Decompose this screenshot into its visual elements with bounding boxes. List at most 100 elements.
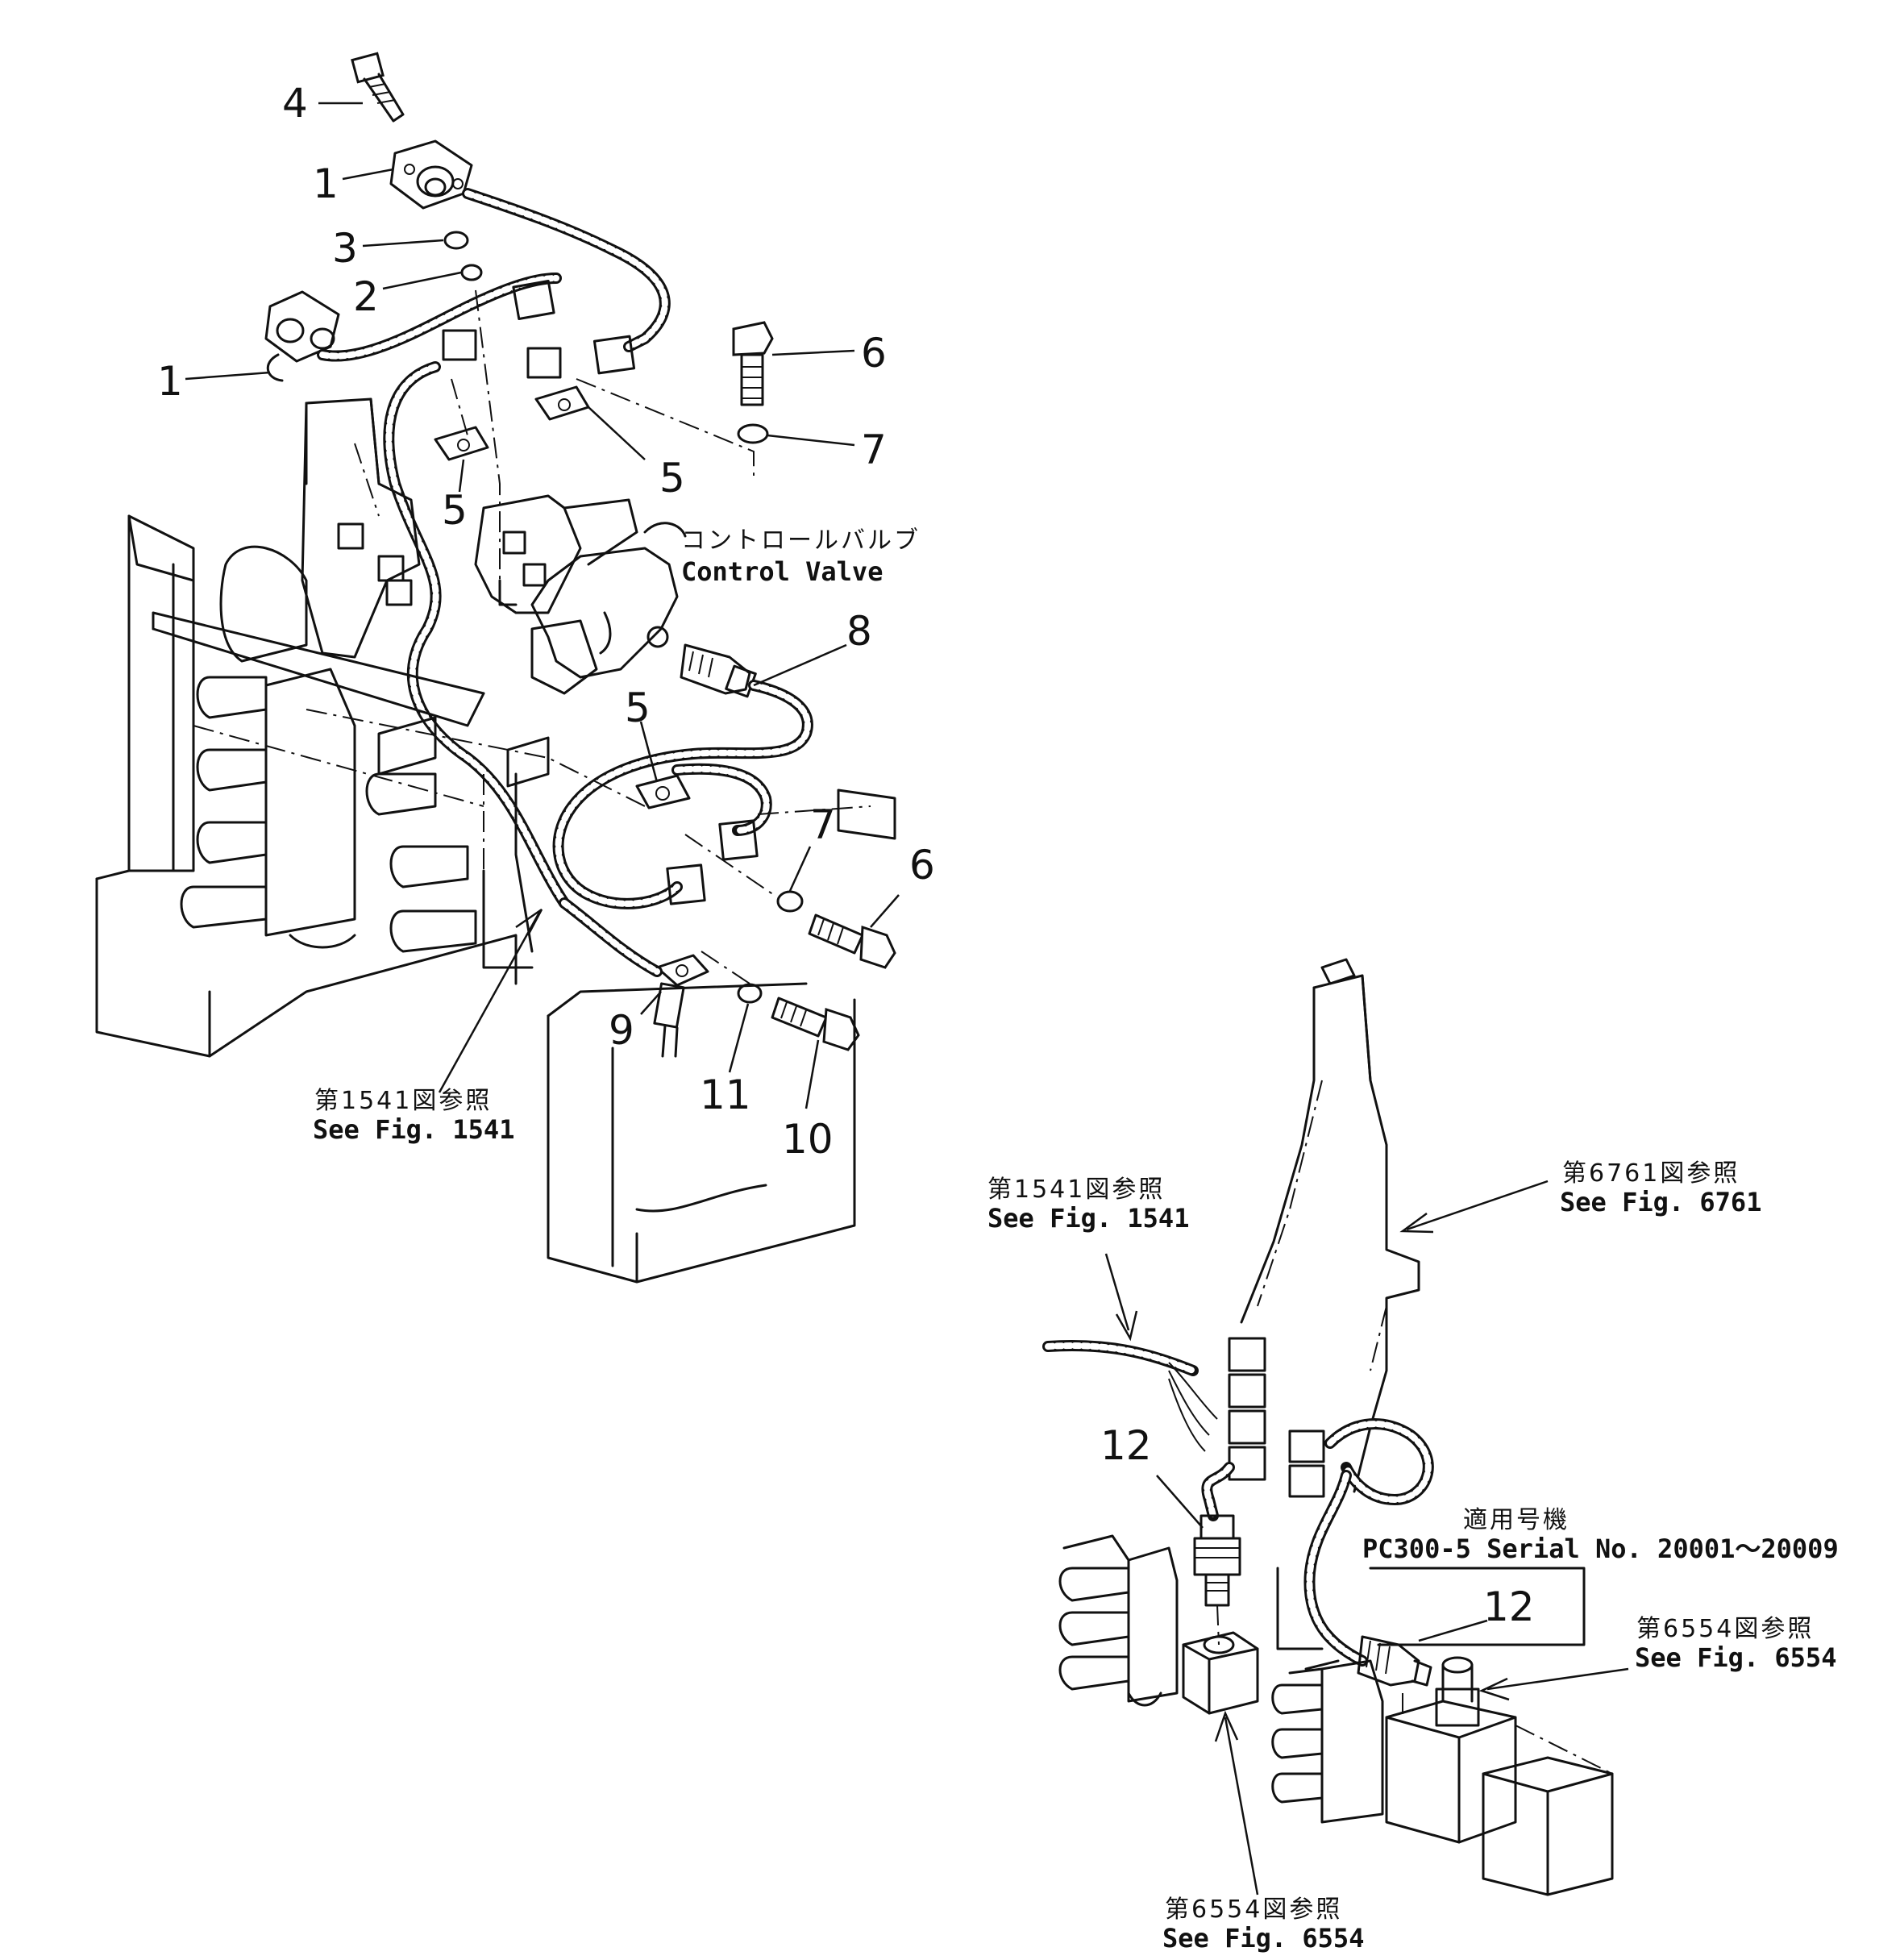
callout-6-lower: 6 <box>909 842 935 888</box>
adapter-block-left <box>1182 1631 1259 1715</box>
fig6554-bottom-label-jp: 第6554図参照 <box>1165 1895 1342 1924</box>
callout-3: 3 <box>332 225 358 272</box>
right-assembly: 12 12 第1541図参照 See Fig. 1541 第6761図参照 Se… <box>987 958 1839 1954</box>
callout-11: 11 <box>700 1072 751 1118</box>
washer-7-top-drawing <box>737 423 769 444</box>
fig1541-left-label-en: See Fig. 1541 <box>313 1114 514 1145</box>
control-valve-label-en: Control Valve <box>681 556 883 587</box>
connector-top-c <box>526 347 562 379</box>
fig6554-right-label-jp: 第6554図参照 <box>1636 1615 1814 1643</box>
callout-5-middle: 5 <box>442 487 468 534</box>
o-ring-2-drawing <box>460 264 483 281</box>
connector-top-b <box>442 329 477 361</box>
pressure-switch-8-drawing <box>680 643 757 698</box>
callout-5-upper: 5 <box>659 455 685 501</box>
leader-1-left <box>185 371 271 381</box>
leader-9 <box>640 991 662 1015</box>
fig1541-right-label-en: See Fig. 1541 <box>987 1203 1189 1234</box>
leader-12-left <box>1156 1475 1204 1529</box>
leader-6-top <box>771 349 855 356</box>
control-valve-body <box>530 522 687 695</box>
serial-label-jp: 適用号機 <box>1463 1506 1569 1534</box>
pressure-switch-12-left-drawing <box>1193 1514 1241 1607</box>
solenoid-valve-1-left-drawing <box>264 290 340 382</box>
leader-5-middle <box>458 459 465 493</box>
fig6554-bottom-label-en: See Fig. 6554 <box>1162 1923 1364 1954</box>
harness-wires-fan <box>1168 1362 1218 1452</box>
leader-fig1541-right <box>1104 1253 1130 1331</box>
callout-2: 2 <box>353 273 379 320</box>
connector-mid-2 <box>1288 1464 1325 1498</box>
connector-stack-3 <box>1228 1409 1266 1445</box>
callout-4: 4 <box>282 80 308 127</box>
pump-cluster-right-left <box>1058 1534 1179 1707</box>
callout-1-top: 1 <box>313 160 339 207</box>
serial-boundary-box <box>1276 1567 1586 1650</box>
connector-top-d <box>592 335 636 375</box>
callout-7-lower: 7 <box>810 801 836 848</box>
left-assembly: 4 1 3 2 1 6 7 5 5 8 5 7 6 9 11 10 コントロール… <box>95 52 935 1284</box>
column-frame <box>1240 958 1420 1493</box>
bracket-5-middle <box>434 426 489 461</box>
bolt-6-top-drawing <box>732 321 774 406</box>
bracket-5-lower <box>635 774 691 809</box>
valve-block-left <box>301 397 421 659</box>
leader-2 <box>382 271 462 290</box>
callout-10: 10 <box>782 1116 834 1163</box>
washer-3-drawing <box>443 231 469 250</box>
leader-1-top <box>342 168 394 181</box>
main-harness <box>383 361 570 909</box>
adapter-right <box>1435 1656 1480 1727</box>
valve-block-middle <box>474 494 638 614</box>
serial-label-en: PC300-5 Serial No. 20001～20009 <box>1362 1533 1839 1564</box>
leader-11 <box>728 1003 750 1073</box>
fig6761-label-jp: 第6761図参照 <box>1562 1159 1740 1188</box>
bolt-4-drawing <box>351 52 405 123</box>
leader-10 <box>804 1039 820 1109</box>
connector-stack-1 <box>1228 1337 1266 1372</box>
leader-8 <box>753 643 847 687</box>
connector-mid-1 <box>1288 1429 1325 1463</box>
bolt-10-drawing <box>771 997 860 1051</box>
bolt-6-lower-drawing <box>808 913 896 969</box>
fig6761-label-en: See Fig. 6761 <box>1560 1187 1761 1217</box>
leader-fig1541-left <box>438 910 542 1093</box>
callout-8: 8 <box>846 608 872 655</box>
leader-5-upper <box>588 406 646 460</box>
pump-cluster-right-middle <box>1271 1659 1384 1824</box>
fig1541-right-label-jp: 第1541図参照 <box>987 1176 1165 1204</box>
solenoid-valve-1-top-drawing <box>389 139 473 210</box>
connector-lower-left <box>666 863 706 905</box>
leader-fig6761 <box>1406 1180 1549 1231</box>
leader-12-right <box>1418 1619 1488 1642</box>
leader-7-top <box>767 434 855 447</box>
leader-3 <box>362 239 444 248</box>
harness-top <box>462 188 671 352</box>
sensor-9-drawing <box>653 954 709 1058</box>
callout-1-left: 1 <box>157 358 183 405</box>
bracket-5-upper <box>534 385 590 421</box>
leader-7-lower <box>788 846 812 892</box>
leader-6-lower <box>870 894 900 928</box>
connector-lower-right <box>718 819 759 861</box>
washer-7-lower-drawing <box>776 890 804 913</box>
connector-top-a <box>512 279 555 321</box>
pump-cluster-left <box>180 545 896 969</box>
connector-stack-2 <box>1228 1373 1266 1409</box>
callout-12-left: 12 <box>1100 1422 1152 1469</box>
callout-9: 9 <box>609 1007 634 1054</box>
callout-6-top: 6 <box>861 330 887 377</box>
callout-5-lower: 5 <box>625 685 651 731</box>
callout-7-top: 7 <box>861 427 887 473</box>
leader-fig6554-right <box>1486 1667 1629 1691</box>
frame-structure <box>95 514 856 1284</box>
valve-blocks-bottom-right <box>1385 1693 1614 1896</box>
callout-12-right: 12 <box>1483 1583 1535 1630</box>
connector-stack-4 <box>1228 1446 1266 1481</box>
control-valve-label-jp: コントロールバルブ <box>681 526 921 555</box>
fig1541-left-label-jp: 第1541図参照 <box>314 1087 492 1115</box>
pressure-switch-12-right-drawing <box>1357 1635 1432 1687</box>
leader-5-lower <box>639 721 659 783</box>
